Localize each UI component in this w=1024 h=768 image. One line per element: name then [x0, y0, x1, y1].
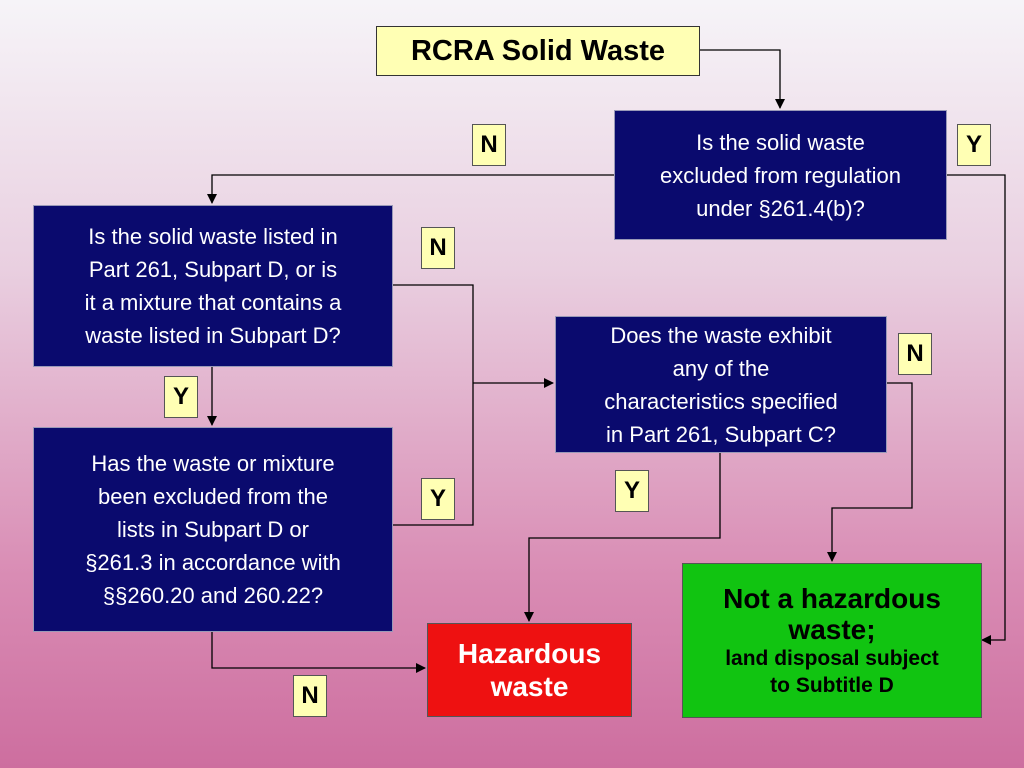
- arrow-q4-no-to-not-hazardous: [827, 382, 913, 562]
- label-q3-no: N: [293, 675, 327, 717]
- arrow-q4-yes-to-hazardous: [524, 453, 721, 622]
- arrow-q1-no-to-q2: [207, 174, 614, 204]
- label-q4-no: N: [898, 333, 932, 375]
- arrow-title-to-q1: [700, 49, 785, 109]
- question-listed-subpart-d: Is the solid waste listed in Part 261, S…: [33, 205, 393, 367]
- label-q3-yes: Y: [421, 478, 455, 520]
- label-q2-no: N: [421, 227, 455, 269]
- title-box: RCRA Solid Waste: [376, 26, 700, 76]
- label-q1-yes: Y: [957, 124, 991, 166]
- line-q2-no: [393, 284, 474, 526]
- arrow-q3-no-to-hazardous: [211, 632, 426, 673]
- label-q4-yes: Y: [615, 470, 649, 512]
- hazardous-waste-box: Hazardous waste: [427, 623, 632, 717]
- not-hazardous-waste-box: Not a hazardous waste; land disposal sub…: [682, 563, 982, 718]
- label-q2-yes: Y: [164, 376, 198, 418]
- question-characteristics-subpart-c: Does the waste exhibit any of the charac…: [555, 316, 887, 453]
- question-excluded-from-lists: Has the waste or mixture been excluded f…: [33, 427, 393, 632]
- arrow-q1-yes-to-not-hazardous: [947, 174, 1006, 645]
- question-excluded-261-4b: Is the solid waste excluded from regulat…: [614, 110, 947, 240]
- not-hazardous-heading: Not a hazardous waste;: [723, 582, 941, 645]
- not-hazardous-subtext: land disposal subject to Subtitle D: [725, 646, 939, 697]
- label-q1-no: N: [472, 124, 506, 166]
